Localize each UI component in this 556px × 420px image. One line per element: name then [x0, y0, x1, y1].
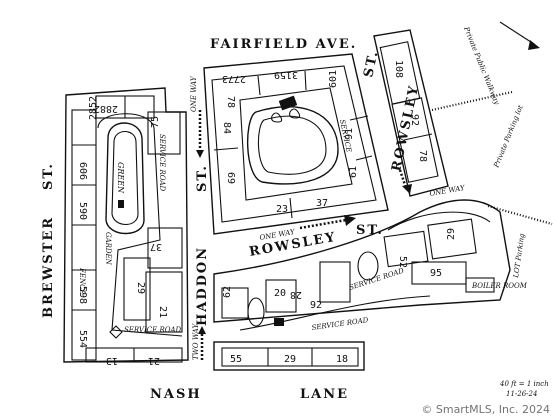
building-37-left — [147, 227, 183, 269]
label-service-road-left: SERVICE ROAD — [158, 134, 166, 192]
service-road-left — [97, 113, 183, 337]
left-block-outline — [63, 87, 189, 363]
bldg-62: 62 — [222, 286, 233, 298]
hatched-fences — [431, 21, 553, 226]
center-courtyard — [239, 87, 353, 201]
label-service-road-bottom-left: SERVICE ROAD — [124, 326, 182, 334]
bldg-28: 28 — [290, 289, 302, 300]
building-29-left — [123, 257, 151, 321]
bottom-buildings — [221, 347, 359, 367]
bldg-75: 75 — [150, 116, 161, 128]
label-date: 11-26-24 — [506, 390, 537, 398]
street-haddon-st: ST. — [195, 164, 210, 192]
bldg-20: 20 — [274, 288, 286, 299]
bldg-61: 61 — [348, 166, 359, 178]
center-block-outline — [203, 53, 389, 235]
bldg-2852: 2852 — [88, 96, 99, 120]
bldg-2773: 2773 — [222, 73, 246, 84]
bldg-37-left: 37 — [150, 241, 162, 252]
bldg-606: 606 — [77, 162, 88, 180]
courtyard-oval — [247, 105, 339, 185]
left-block — [63, 87, 204, 363]
street-haddon: HADDON — [195, 246, 210, 326]
bldg-55: 55 — [230, 354, 242, 365]
bottom-block-outline — [213, 341, 365, 371]
label-boiler-room: BOILER ROOM — [471, 282, 528, 290]
building-21-left — [145, 271, 183, 333]
bldg-69: 69 — [225, 172, 236, 184]
street-brewster: BREWSTER — [41, 216, 56, 318]
building-92-78 — [391, 97, 439, 183]
street-rowsley-st: ST. — [356, 223, 384, 238]
bldg-21-bottom: 21 — [148, 355, 160, 366]
bldg-23: 23 — [276, 204, 288, 215]
service-road-bottom — [239, 295, 431, 331]
bldg-91: 91 — [344, 128, 355, 140]
bldg-37-center: 37 — [316, 198, 328, 209]
label-service-road-bottom: SERVICE ROAD — [311, 316, 369, 332]
bldg-29-left: 29 — [135, 282, 146, 294]
building-52 — [383, 230, 429, 268]
round-planter-right — [357, 251, 379, 281]
bldg-52: 52 — [397, 256, 408, 268]
bldg-95: 95 — [430, 268, 442, 279]
street-fairfield: FAIRFIELD AVE. — [210, 37, 357, 52]
bldg-29-bottom: 29 — [284, 354, 296, 365]
label-public-walkway: Private Public Walkway — [462, 25, 501, 107]
center-block — [203, 53, 389, 235]
label-parking-lot-right: LOT Parking — [512, 232, 526, 279]
bldg-13-left: 13 — [106, 355, 118, 366]
right-top-block — [373, 29, 449, 197]
building-29-right — [427, 218, 477, 260]
bench-mark — [118, 200, 124, 208]
brewster-building-row — [71, 109, 97, 361]
building-95 — [411, 261, 467, 285]
bldg-18: 18 — [336, 354, 348, 365]
bldg-2882: 2882 — [94, 103, 118, 114]
label-two-way: TWO WAY — [192, 323, 200, 360]
street-lane: LANE — [300, 387, 349, 402]
building-62 — [221, 287, 249, 319]
bldg-3159: 3159 — [274, 69, 298, 80]
label-green: GREEN — [116, 162, 125, 194]
right-top-outline — [373, 29, 449, 197]
label-one-way-right: ONE WAY — [429, 184, 467, 198]
smartmls-watermark: © SmartMLS, Inc. 2024 — [421, 403, 550, 416]
lower-right-outline — [213, 199, 511, 323]
label-scale: 40 ft = 1 inch — [499, 380, 549, 388]
one-way-arrow-right — [398, 169, 408, 189]
bldg-601: 601 — [328, 70, 339, 88]
building-75 — [147, 111, 181, 155]
bldg-29-lower: 29 — [446, 228, 457, 240]
bottom-block — [198, 326, 365, 371]
building-92-lower — [319, 261, 351, 303]
street-brewster-st: ST. — [41, 162, 56, 190]
bldg-78-right: 78 — [417, 150, 428, 162]
bldg-92-lower: 92 — [310, 300, 322, 311]
boiler-room — [465, 277, 495, 293]
bldg-21-left: 21 — [157, 306, 168, 318]
bldg-84: 84 — [221, 122, 232, 134]
bldg-598: 598 — [77, 286, 88, 304]
building-20 — [265, 279, 297, 313]
courtyard-structure — [278, 95, 298, 111]
round-planter-left — [247, 297, 265, 327]
bldg-108: 108 — [393, 60, 404, 78]
garden-mark — [109, 325, 123, 339]
lower-right-block — [213, 199, 511, 331]
bldg-590: 590 — [77, 202, 88, 220]
label-fence: FENCE — [78, 267, 86, 295]
label-one-way-left: ONE WAY — [190, 75, 198, 112]
bldg-554: 554 — [77, 330, 88, 348]
green-oval — [105, 122, 145, 235]
bldg-78: 78 — [225, 96, 236, 108]
label-garden: GARDEN — [104, 232, 112, 266]
label-service-road-right: SERVICE ROAD — [348, 267, 405, 292]
bldg-92: 92 — [409, 114, 420, 126]
center-perimeter-buildings — [211, 65, 377, 223]
street-nash: NASH — [150, 387, 202, 402]
label-private-parking: Private Parking lot — [492, 104, 525, 170]
street-st-top: ST. — [361, 48, 381, 78]
